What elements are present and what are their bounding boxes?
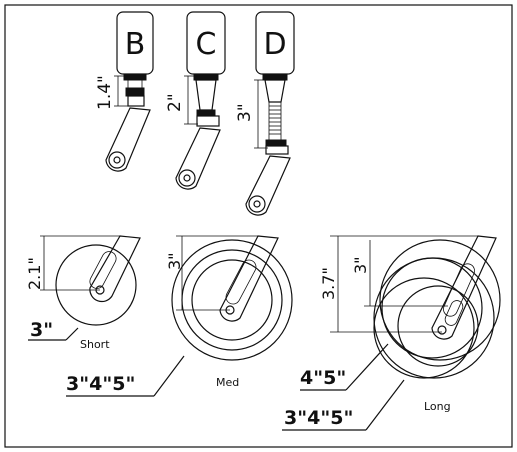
wheel-short-name: Short xyxy=(80,338,110,351)
wheel-long-axle xyxy=(437,325,447,335)
wheel-long-size-label-lower: 3"4"5" xyxy=(284,407,353,429)
wheel-med-height-label: 3" xyxy=(165,252,184,270)
wheel-long-fork xyxy=(431,235,497,340)
adapter-d-taper xyxy=(264,79,286,103)
adapter-d-axle xyxy=(253,200,261,208)
wheel-long-slot xyxy=(443,263,475,317)
adapter-d-height-label: 3" xyxy=(235,103,255,122)
wheel-med-slot xyxy=(225,259,257,305)
adapter-b-axle xyxy=(113,156,121,164)
wheel-med-size-label: 3"4"5" xyxy=(66,373,135,395)
wheel-short-size-label: 3" xyxy=(30,319,53,341)
adapter-c-fork xyxy=(175,127,221,190)
wheel-med-tire-3 xyxy=(191,259,273,341)
adapter-b-letter: B xyxy=(125,27,146,62)
adapter-c-nut xyxy=(196,109,216,117)
adapter-c-letter: C xyxy=(196,27,217,62)
wheel-long: 3.7" 3" 4"5" 3"4"5" Long xyxy=(282,235,501,431)
frame-border xyxy=(4,4,513,448)
wheel-short-slot xyxy=(89,251,117,289)
wheel-short-height-label: 2.1" xyxy=(25,257,44,290)
wheel-long-height-outer-label: 3.7" xyxy=(319,267,338,300)
wheel-med: 3" 3"4"5" Med xyxy=(66,235,293,397)
wheel-long-tire-4a xyxy=(373,277,475,379)
adapter-d-collar xyxy=(262,73,288,81)
wheel-short: 2.1" 3" Short xyxy=(25,235,141,351)
adapter-d-nut xyxy=(265,139,287,147)
adapter-b-stem xyxy=(127,79,143,89)
adapter-c-hub xyxy=(178,169,196,187)
wheel-med-name: Med xyxy=(216,376,239,389)
adapter-b: B 1.4" xyxy=(95,11,154,172)
adapter-d: D 3" xyxy=(235,11,295,216)
adapter-c-height-label: 2" xyxy=(165,93,185,112)
adapter-b-base xyxy=(127,95,145,107)
adapter-b-hub xyxy=(108,151,126,169)
adapter-b-nut xyxy=(125,87,145,97)
wheel-long-height-inner-label: 3" xyxy=(351,256,370,274)
adapter-b-height-label: 1.4" xyxy=(95,75,115,110)
adapter-d-fork xyxy=(245,155,291,216)
wheel-med-tire-5 xyxy=(171,239,293,361)
adapter-b-fork xyxy=(105,107,151,172)
wheel-long-tire-4b xyxy=(381,257,483,359)
wheel-short-tire xyxy=(55,244,137,326)
wheel-med-tire-4 xyxy=(181,249,283,351)
adapter-c: C 2" xyxy=(165,11,226,190)
wheel-long-tire-5b xyxy=(379,239,501,361)
wheel-long-name: Long xyxy=(424,400,451,413)
wheel-long-tire-3 xyxy=(397,285,479,367)
adapter-c-axle xyxy=(183,174,191,182)
wheel-long-size-label-upper: 4"5" xyxy=(300,367,346,389)
adapter-c-base xyxy=(196,115,220,127)
adapter-d-letter: D xyxy=(263,27,286,62)
adapter-c-collar xyxy=(193,73,219,81)
wheel-med-fork xyxy=(219,235,279,322)
adapter-c-stem xyxy=(195,79,217,111)
adapter-d-hub xyxy=(248,195,266,213)
adapter-b-collar xyxy=(123,73,147,81)
wheel-long-slot-lower xyxy=(444,300,464,326)
adapter-d-base xyxy=(265,145,289,155)
